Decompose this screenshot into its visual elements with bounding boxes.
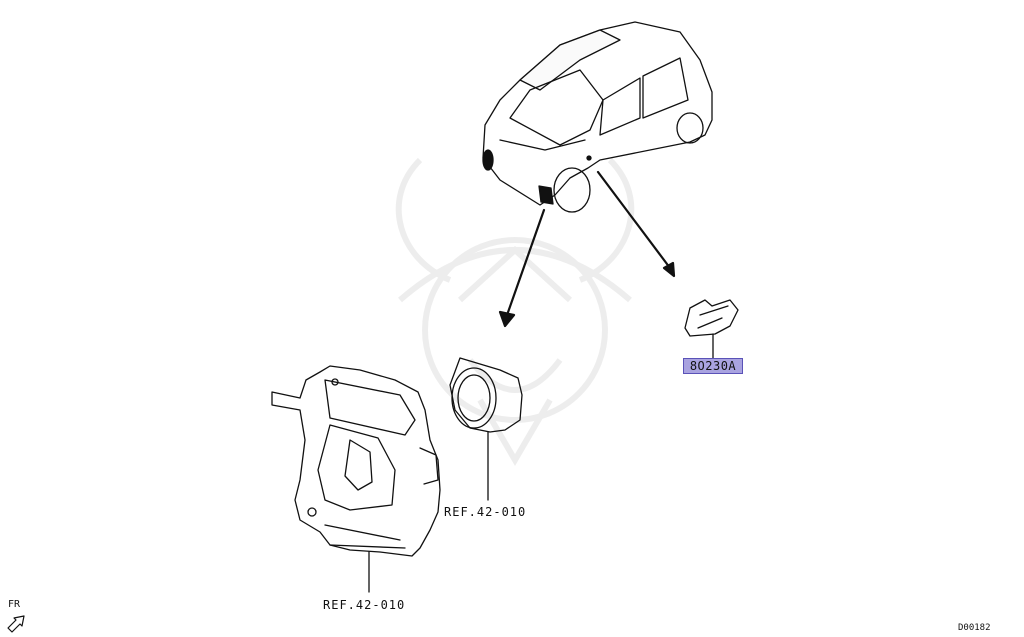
side-marker-lamp: [684, 299, 739, 359]
reference-label-bracket[interactable]: REF.42-010: [323, 598, 406, 612]
fog-lamp: [449, 357, 523, 501]
vehicle-outline: [482, 21, 713, 213]
reference-label-fog-lamp[interactable]: REF.42-010: [444, 505, 527, 519]
front-direction-arrow-icon: [7, 615, 25, 633]
part-callout-side-marker[interactable]: 8O230A: [683, 358, 743, 374]
watermark-emblem: [395, 157, 635, 466]
pointer-arrows: [498, 170, 676, 328]
front-orientation-label: FR: [8, 599, 21, 610]
bracket-housing: [271, 365, 441, 593]
diagram-code: D00182: [958, 623, 991, 633]
